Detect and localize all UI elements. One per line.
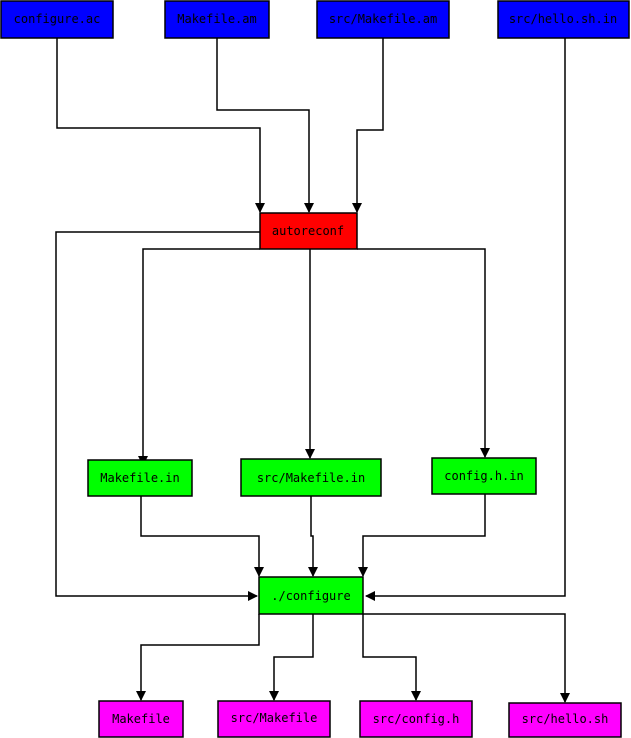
node-configure-box — [258, 576, 364, 615]
node-src-hello-sh-in: src/hello.sh.in — [497, 0, 630, 39]
edge-configure-to-makefile — [136, 614, 260, 701]
node-makefile-in-label: Makefile.in — [100, 471, 179, 485]
edge-makefile-in-to-configure — [140, 496, 264, 577]
node-makefile-am: Makefile.am — [164, 0, 270, 39]
edge-autoreconf-to-makefile-in — [138, 248, 260, 466]
node-autoreconf: autoreconf — [259, 212, 358, 250]
node-configure-ac: configure.ac — [0, 0, 114, 39]
node-src-makefile-box — [217, 700, 331, 738]
node-autoreconf-label: autoreconf — [272, 224, 344, 238]
node-config-h-in-label: config.h.in — [444, 469, 523, 483]
node-makefile-label: Makefile — [112, 712, 170, 726]
node-config-h-in-box — [431, 457, 537, 495]
node-src-makefile: src/Makefile — [217, 700, 331, 738]
node-makefile: Makefile — [98, 700, 184, 738]
node-autoreconf-box — [259, 212, 358, 250]
edge-configure-to-src-makefile — [269, 614, 314, 701]
node-src-hello-sh-box — [508, 702, 622, 738]
node-configure-label: ./configure — [271, 589, 350, 603]
edge-makefile-am-to-autoreconf — [216, 38, 314, 213]
node-src-hello-sh-label: src/hello.sh — [522, 712, 609, 726]
edge-src-hello-sh-in-to-configure — [365, 38, 566, 601]
edge-src-makefile-am-to-autoreconf — [352, 38, 384, 213]
node-src-makefile-am: src/Makefile.am — [316, 0, 450, 39]
node-configure-ac-box — [0, 0, 114, 39]
edge-configure-to-src-config-h — [362, 614, 421, 701]
node-makefile-box — [98, 700, 184, 738]
node-src-hello-sh-in-label: src/hello.sh.in — [509, 12, 617, 26]
node-src-hello-sh-in-box — [497, 0, 630, 39]
edge-src-makefile-in-to-configure — [308, 496, 318, 577]
node-src-config-h: src/config.h — [359, 700, 473, 738]
node-makefile-am-box — [164, 0, 270, 39]
edge-config-h-in-to-configure — [358, 494, 486, 577]
node-src-makefile-am-box — [316, 0, 450, 39]
edge-autoreconf-to-configure — [55, 231, 260, 601]
node-src-hello-sh: src/hello.sh — [508, 702, 622, 738]
node-config-h-in: config.h.in — [431, 457, 537, 495]
node-src-makefile-am-label: src/Makefile.am — [329, 12, 437, 26]
edge-autoreconf-to-config-h-in — [357, 248, 490, 458]
edges — [55, 38, 570, 703]
node-src-makefile-in: src/Makefile.in — [240, 458, 382, 497]
node-src-makefile-in-box — [240, 458, 382, 497]
node-src-config-h-box — [359, 700, 473, 738]
edge-configure-ac-to-autoreconf — [56, 38, 265, 213]
node-src-makefile-in-label: src/Makefile.in — [257, 471, 365, 485]
node-makefile-am-label: Makefile.am — [177, 12, 256, 26]
node-src-makefile-label: src/Makefile — [231, 711, 318, 725]
node-makefile-in-box — [87, 459, 193, 497]
node-configure-ac-label: configure.ac — [14, 12, 101, 26]
edge-configure-to-src-hello-sh — [363, 613, 570, 703]
node-makefile-in: Makefile.in — [87, 459, 193, 497]
node-configure: ./configure — [258, 576, 364, 615]
node-src-config-h-label: src/config.h — [373, 712, 460, 726]
